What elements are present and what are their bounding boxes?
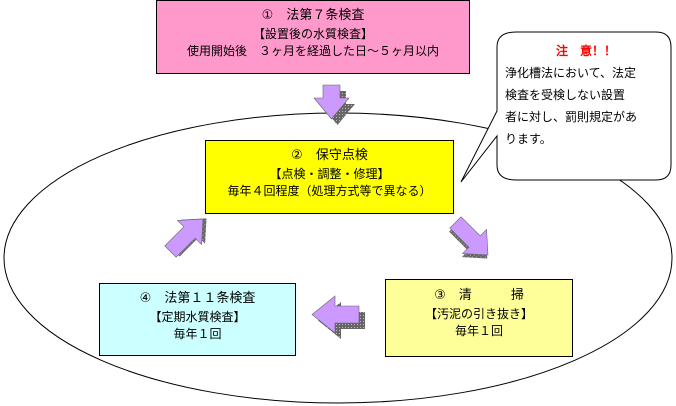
step-4-box: ④ 法第１１条検査 【定期水質検査】 毎年１回 xyxy=(99,283,296,356)
step-1-box: ① 法第７条検査 【設置後の水質検査】 使用開始後 ３ヶ月を経過した日～５ヶ月以… xyxy=(156,0,470,74)
step-3-box: ③ 清 掃 【汚泥の引き抜き】 毎年１回 xyxy=(385,279,573,357)
step-3-subtitle: 【汚泥の引き抜き】 xyxy=(424,306,533,321)
step-4-note: 毎年１回 xyxy=(173,327,222,342)
step-2-subtitle: 【点検・調整・修理】 xyxy=(269,166,390,181)
arrow-diagonal-up-right xyxy=(164,218,207,258)
step-2-title: ② 保守点検 xyxy=(291,148,368,163)
step-1-note: 使用開始後 ３ヶ月を経過した日～５ヶ月以内 xyxy=(186,44,439,59)
step-4-subtitle: 【定期水質検査】 xyxy=(149,309,246,324)
step-3-note: 毎年１回 xyxy=(454,324,503,339)
arrow-diagonal-down-right xyxy=(449,216,489,259)
warning-callout: 注 意！！ 浄化槽法において、法定 検査を受検しない設置 者に対し、罰則規定があ… xyxy=(505,40,667,150)
step-1-title: ① 法第７条検査 xyxy=(261,8,365,23)
step-2-note: 毎年４回程度（処理方式等で異なる） xyxy=(227,184,432,199)
step-3-title: ③ 清 掃 xyxy=(434,288,524,303)
step-4-title: ④ 法第１１条検査 xyxy=(139,291,256,306)
warning-line: 検査を受検しない設置 xyxy=(505,88,626,102)
warning-line: ります。 xyxy=(505,132,552,146)
warning-callout-bubble xyxy=(460,31,672,183)
warning-line: 者に対し、罰則規定があ xyxy=(505,110,638,124)
warning-line: 浄化槽法において、法定 xyxy=(505,66,637,80)
arrow-down xyxy=(313,84,355,125)
arrow-left xyxy=(311,295,365,339)
warning-heading: 注 意！！ xyxy=(555,44,616,58)
step-2-box: ② 保守点検 【点検・調整・修理】 毎年４回程度（処理方式等で異なる） xyxy=(205,140,454,214)
step-1-subtitle: 【設置後の水質検査】 xyxy=(252,26,373,41)
